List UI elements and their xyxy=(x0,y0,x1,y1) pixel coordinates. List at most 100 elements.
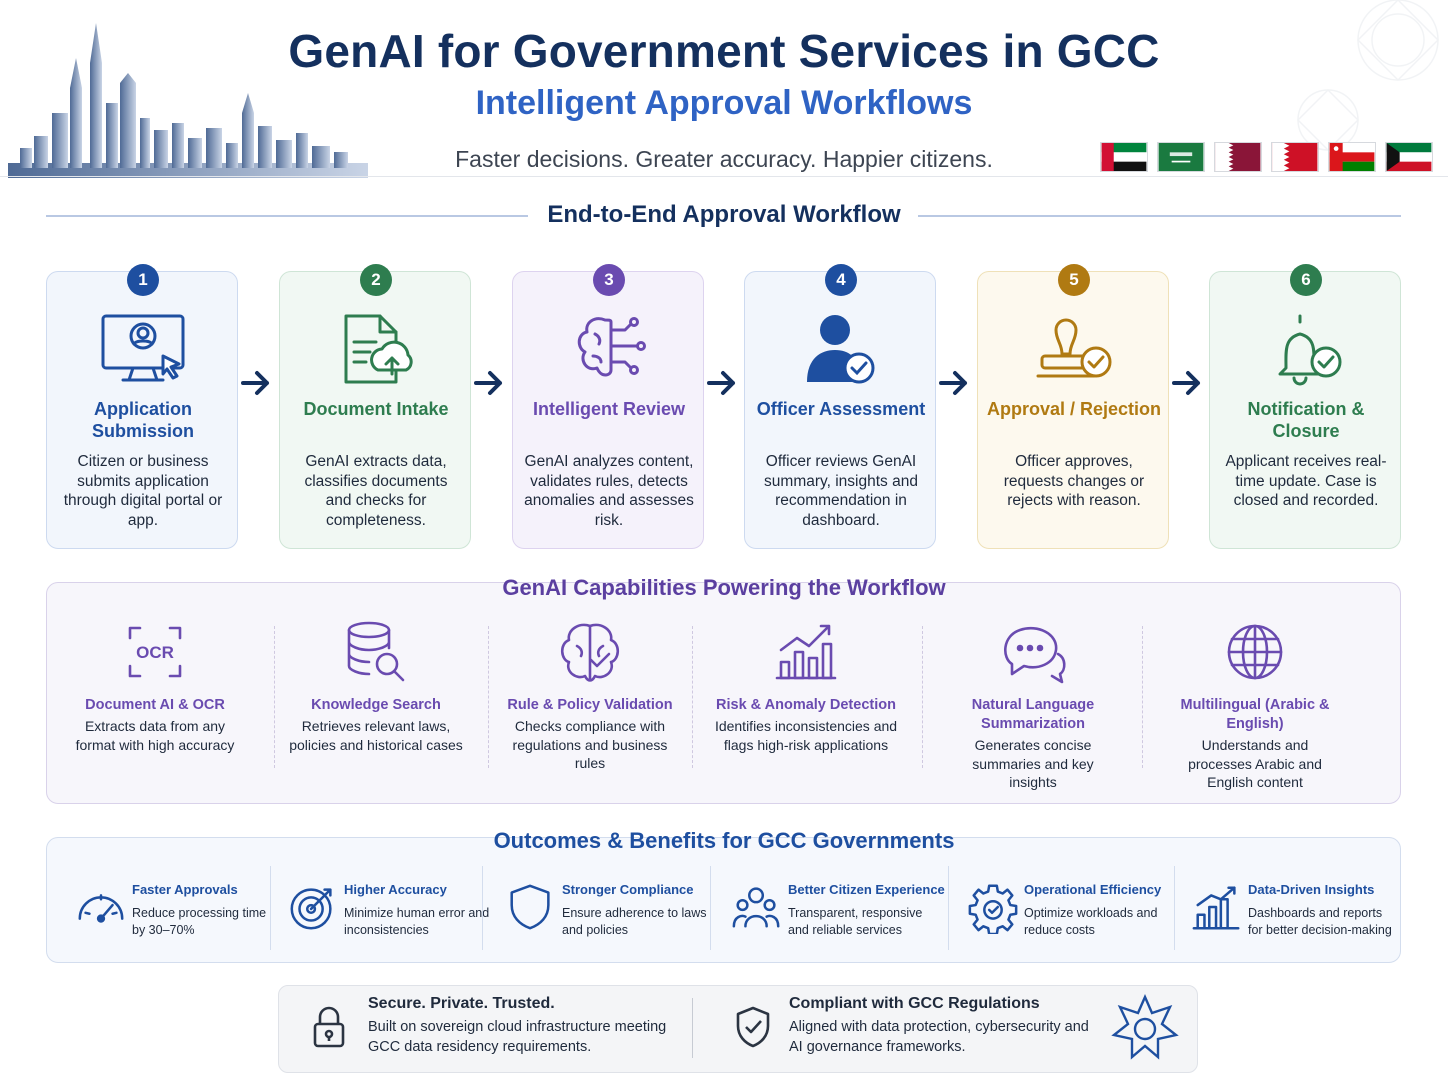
outcome-divider xyxy=(270,866,271,950)
bell-check-icon xyxy=(1278,314,1342,386)
globe-icon xyxy=(1227,624,1283,680)
footer-divider xyxy=(692,998,693,1058)
step-number-badge: 4 xyxy=(825,264,857,296)
outcomes-panel xyxy=(46,837,1401,963)
gear-icon xyxy=(968,884,1018,934)
gcc-emblem-icon xyxy=(1111,994,1179,1060)
page-subtitle: Intelligent Approval Workflows xyxy=(475,84,973,122)
bahrain-flag xyxy=(1271,142,1319,172)
shield-check-icon xyxy=(736,1006,770,1048)
outcome-title: Better Citizen Experience xyxy=(788,882,945,897)
outcome-description: Minimize human error and inconsistencies xyxy=(344,906,490,937)
capability-description: Checks compliance with regulations and b… xyxy=(512,718,668,771)
capability-description: Understands and processes Arabic and Eng… xyxy=(1188,737,1322,790)
outcome-title: Operational Efficiency xyxy=(1024,882,1162,897)
step-title: Application Submission xyxy=(91,399,194,441)
step-number-badge: 2 xyxy=(360,264,392,296)
arrow-right-icon xyxy=(707,371,735,395)
footer-secure-title: Secure. Private. Trusted. xyxy=(368,995,555,1012)
speedometer-icon xyxy=(78,894,124,923)
step-description: Applicant receives real-time update. Cas… xyxy=(1225,453,1387,510)
capability-title: Knowledge Search xyxy=(311,697,441,713)
outcome-description: Reduce processing time by 30–70% xyxy=(132,906,267,937)
target-icon xyxy=(290,888,332,930)
lock-icon xyxy=(313,1006,345,1048)
outcome-title: Stronger Compliance xyxy=(562,882,694,897)
workflow-title: End-to-End Approval Workflow xyxy=(547,201,901,228)
outcome-divider xyxy=(710,866,711,950)
capabilities-panel xyxy=(46,582,1401,804)
capability-title: Natural Language Summarization xyxy=(971,697,1095,732)
outcome-divider xyxy=(948,866,949,950)
section-rule-right xyxy=(918,215,1401,217)
capability-description: Generates concise summaries and key insi… xyxy=(972,737,1094,790)
ocr-icon: OCR xyxy=(128,626,182,678)
outcomes-title: Outcomes & Benefits for GCC Governments xyxy=(493,828,955,853)
uae-flag xyxy=(1100,142,1148,172)
capability-divider xyxy=(274,626,275,768)
step-title: Officer Assessment xyxy=(756,399,926,419)
outcome-divider xyxy=(1174,866,1175,950)
outcome-divider xyxy=(482,866,483,950)
chat-bubbles-icon xyxy=(1004,627,1066,684)
page-title: GenAI for Government Services in GCC xyxy=(288,25,1160,77)
step-title: Approval / Rejection xyxy=(986,399,1162,419)
step-description: GenAI analyzes content, validates rules,… xyxy=(524,453,694,529)
capability-divider xyxy=(692,626,693,768)
step-description: GenAI extracts data, classifies document… xyxy=(304,453,448,529)
step-description: Citizen or business submits application … xyxy=(63,453,223,529)
ai-brain-icon xyxy=(577,317,646,377)
city-skyline-icon xyxy=(8,23,368,178)
outcome-description: Dashboards and reports for better decisi… xyxy=(1248,906,1392,937)
outcome-description: Optimize workloads and reduce costs xyxy=(1024,906,1158,937)
outcome-description: Transparent, responsive and reliable ser… xyxy=(788,906,923,937)
people-icon xyxy=(732,887,780,928)
officer-check-icon xyxy=(807,315,875,384)
step-number-badge: 5 xyxy=(1058,264,1090,296)
shield-icon xyxy=(510,884,550,930)
arrow-right-icon xyxy=(474,371,502,395)
step-title: Document Intake xyxy=(303,399,449,419)
capability-item: Multilingual (Arabic & English)Understan… xyxy=(1170,620,1340,792)
step-number-badge: 3 xyxy=(593,264,625,296)
qatar-flag xyxy=(1214,142,1262,172)
capability-title: Document AI & OCR xyxy=(85,697,225,713)
saudi-flag xyxy=(1157,142,1205,172)
step-number-badge: 6 xyxy=(1290,264,1322,296)
gcc-flags xyxy=(1100,142,1433,172)
capability-description: Identifies inconsistencies and flags hig… xyxy=(714,718,898,753)
step-number-badge: 1 xyxy=(127,264,159,296)
footer-secure-desc: Built on sovereign cloud infrastructure … xyxy=(368,1019,667,1055)
brain-check-icon xyxy=(560,623,620,682)
database-search-icon xyxy=(347,621,405,682)
oman-flag xyxy=(1328,142,1376,172)
capability-title: Risk & Anomaly Detection xyxy=(716,697,896,713)
footer-compliant-title: Compliant with GCC Regulations xyxy=(789,995,1040,1012)
outcome-title: Higher Accuracy xyxy=(344,882,447,897)
step-description: Officer reviews GenAI summary, insights … xyxy=(764,453,918,529)
step-title: Notification & Closure xyxy=(1247,399,1365,441)
step-description: Officer approves, requests changes or re… xyxy=(1003,453,1145,510)
arrow-right-icon xyxy=(241,371,269,395)
capabilities-title: GenAI Capabilities Powering the Workflow xyxy=(502,575,946,600)
outcome-description: Ensure adherence to laws and policies xyxy=(562,906,707,937)
kuwait-flag xyxy=(1385,142,1433,172)
capability-title: Rule & Policy Validation xyxy=(507,697,673,713)
capability-divider xyxy=(922,626,923,768)
footer-compliant-desc: Aligned with data protection, cybersecur… xyxy=(789,1019,1089,1055)
